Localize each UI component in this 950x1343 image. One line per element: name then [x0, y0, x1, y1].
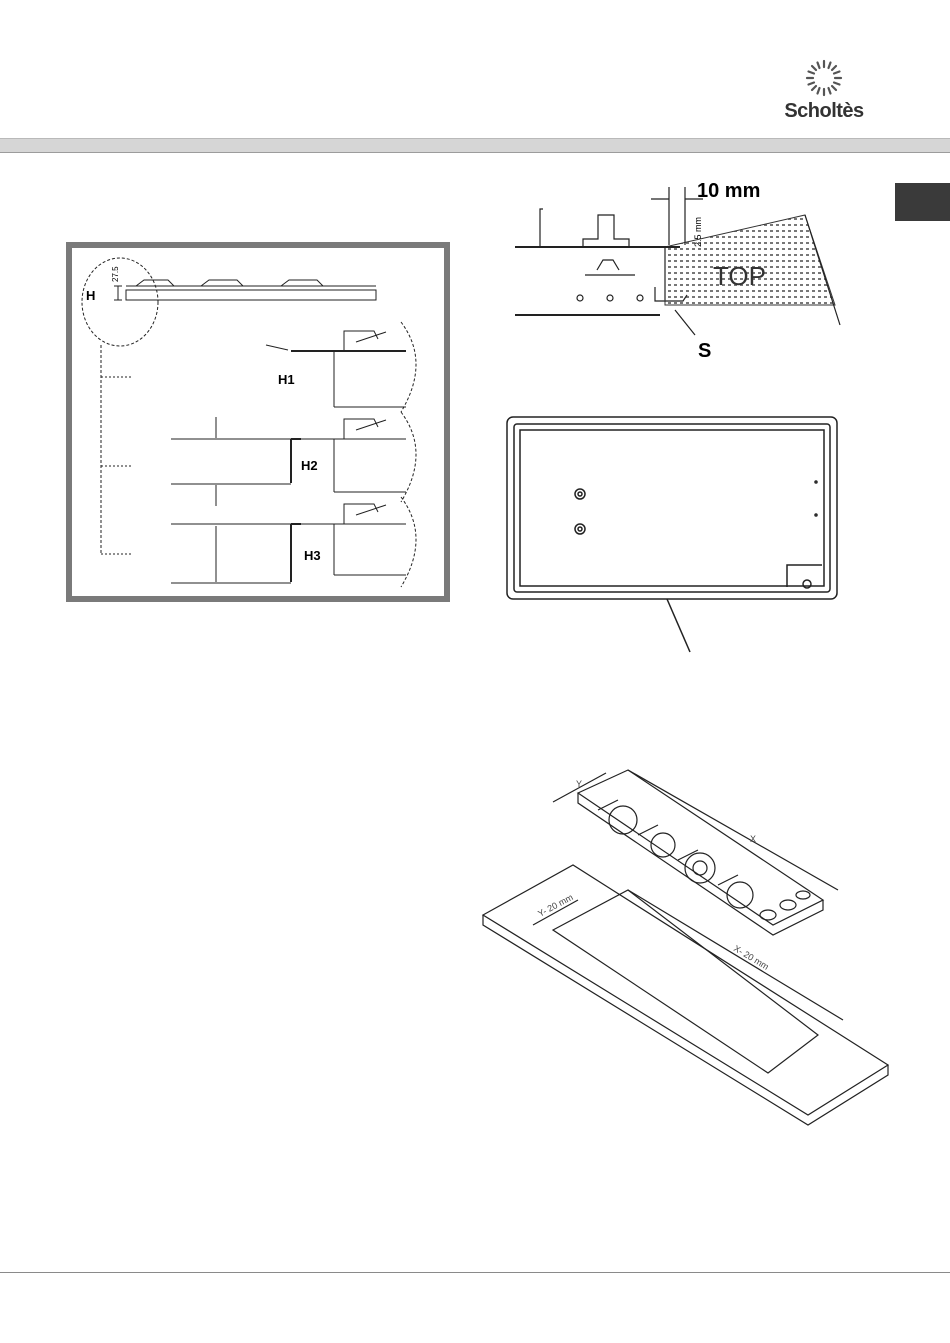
sun-icon: [804, 58, 844, 98]
brand-name: Scholtès: [776, 100, 872, 123]
cut-width-label: X- 20 mm: [732, 943, 771, 972]
h2-label: H2: [301, 458, 318, 473]
h-label: H: [86, 288, 95, 303]
brand-logo: Scholtès: [776, 58, 872, 130]
gap-label: 10 mm: [697, 180, 760, 202]
cutout-figure: X Y X- 20 mm Y- 20 mm: [478, 765, 898, 1130]
section-tab: [895, 183, 950, 221]
offset-label: 2.5 mm: [693, 217, 703, 247]
h1-label: H1: [278, 372, 295, 387]
underside-figure: [502, 412, 847, 657]
h3-label: H3: [304, 548, 321, 563]
heights-figure: 27.5 H H1 H2: [66, 242, 450, 602]
clamp-label: S: [698, 340, 711, 362]
footer-line: [0, 1272, 950, 1273]
header-bar: [0, 138, 950, 153]
worktop-label: TOP: [713, 261, 766, 291]
clamp-figure: 10 mm 2.5 mm TOP S: [505, 175, 845, 365]
hob-width-label: X: [750, 834, 756, 844]
hob-depth-label: Y: [576, 779, 582, 789]
dim-27-5-label: 27.5: [111, 266, 120, 282]
